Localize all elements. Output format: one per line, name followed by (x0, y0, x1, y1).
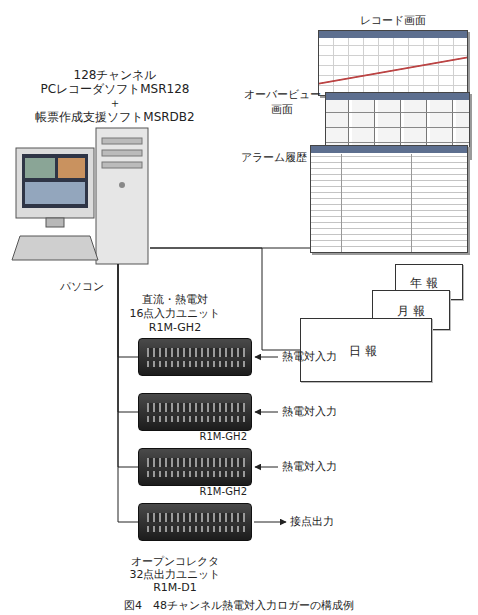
software-label: 128チャンネル PCレコーダソフトMSR128 (25, 68, 205, 96)
drive-bay (102, 162, 142, 168)
power-button (119, 182, 125, 188)
node-label: パソコン (42, 279, 122, 294)
drive-bay (102, 138, 142, 144)
alarm-screen: アラーム履歴 (310, 145, 468, 253)
input-unit: R1M-GH2 (138, 393, 252, 431)
input-arrow (255, 467, 278, 468)
node-label: オープンコレクタ 32点出力ユニット R1M-D1 (123, 555, 227, 594)
connector-line (118, 264, 138, 467)
screen-window (25, 158, 55, 178)
node-label: 直流・熱電対 16点入力ユニット R1M-GH2 (123, 293, 227, 335)
output-unit: オープンコレクタ 32点出力ユニット R1M-D1 (138, 503, 252, 541)
signal-label: 熱電対入力 (282, 405, 362, 419)
output-arrow (254, 522, 286, 523)
software-label: ＋ (25, 96, 205, 110)
pc-computer: パソコン (12, 128, 150, 264)
node-label: オーバービュー 画面 (240, 87, 324, 117)
node-label: R1M-GH2 (199, 486, 247, 497)
monitor-frame (16, 148, 94, 218)
monitor-screen (22, 154, 88, 208)
node-label: R1M-GH2 (199, 431, 247, 442)
pc-tower (96, 128, 148, 264)
node-label: 日 報 (349, 343, 377, 360)
figure-caption: 図4 48チャンネル熱電対入力ロガーの構成例 (0, 599, 478, 613)
input-unit: R1M-GH2 (138, 448, 252, 486)
drive-bay (102, 150, 142, 156)
monitor-stand (46, 218, 64, 227)
record-screen: レコード画面 (318, 30, 468, 96)
screen-window (25, 182, 85, 204)
input-arrow (255, 357, 278, 358)
node-label: アラーム履歴 (241, 150, 307, 165)
signal-label: 接点出力 (290, 515, 370, 529)
input-arrow (255, 412, 278, 413)
input-unit: 直流・熱電対 16点入力ユニット R1M-GH2 (138, 338, 252, 376)
software-label: 帳票作成支援ソフトMSRDB2 (15, 110, 215, 124)
node-label: レコード画面 (319, 13, 467, 28)
signal-label: 熱電対入力 (282, 350, 362, 364)
connector-line (118, 264, 138, 412)
screen-window (58, 158, 85, 178)
signal-label: 熱電対入力 (282, 460, 362, 474)
connector-line (118, 264, 138, 522)
keyboard (12, 236, 98, 260)
